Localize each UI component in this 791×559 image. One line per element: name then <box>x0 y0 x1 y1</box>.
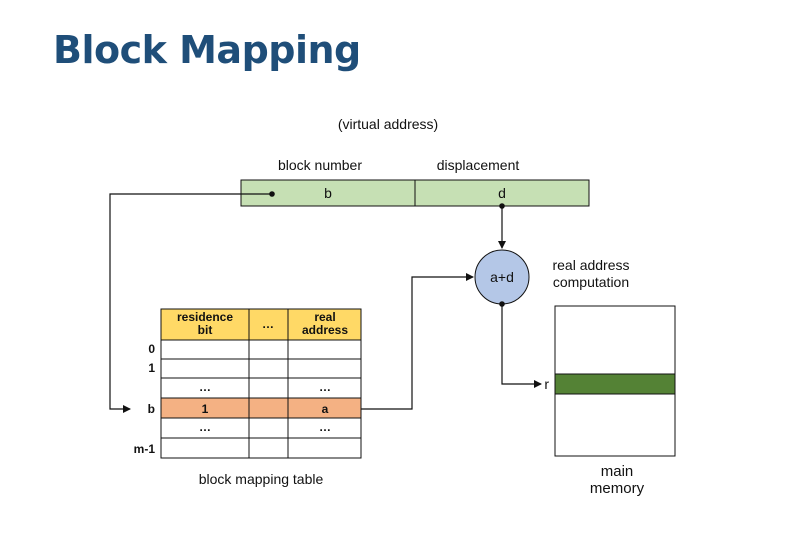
row-label-0: 0 <box>148 342 155 356</box>
row-label-b: b <box>148 402 155 416</box>
cell-real-address-value: a <box>322 402 329 416</box>
table-row <box>161 438 361 458</box>
header-ellipsis: … <box>262 317 274 331</box>
header-real-address-line-2: address <box>302 323 348 337</box>
adder-caption-line-2: computation <box>553 274 629 290</box>
cell-ellipsis: … <box>319 420 331 434</box>
adder-to-memory-arrow <box>501 304 542 388</box>
table-row <box>161 418 361 438</box>
table-row <box>161 378 361 398</box>
table-row <box>161 340 361 359</box>
header-real-address-line-1: real <box>314 310 335 324</box>
header-residence-line-2: bit <box>198 323 213 337</box>
row-label-m-1: m-1 <box>134 442 156 456</box>
table-caption: block mapping table <box>199 471 324 487</box>
block-mapping-table: residence bit … real address <box>134 308 362 487</box>
memory-caption-line-1: main <box>601 463 634 480</box>
memory-block <box>554 373 676 395</box>
cell-ellipsis: … <box>199 420 211 434</box>
displacement-value: d <box>498 185 506 201</box>
table-grid <box>160 308 362 459</box>
block-number-to-table-arrow <box>109 193 272 413</box>
table-row-highlighted <box>161 398 361 418</box>
block-number-value: b <box>324 185 332 201</box>
adder-caption-line-1: real address <box>552 257 629 273</box>
displacement-field <box>414 179 590 207</box>
adder-label: a+d <box>490 269 514 285</box>
cell-ellipsis: … <box>199 380 211 394</box>
slide-title: Block Mapping <box>53 28 361 72</box>
header-residence-line-1: residence <box>177 310 233 324</box>
block-number-header: block number <box>278 157 362 173</box>
cell-residence-bit-value: 1 <box>202 402 209 416</box>
virtual-address-caption: (virtual address) <box>338 116 438 132</box>
table-row <box>161 359 361 378</box>
row-label-1: 1 <box>148 361 155 375</box>
cell-ellipsis: … <box>319 380 331 394</box>
memory-pointer-label: r <box>544 376 549 392</box>
memory-caption-line-2: memory <box>590 480 645 497</box>
real-address-to-adder-arrow <box>361 273 474 410</box>
displacement-header: displacement <box>437 157 520 173</box>
